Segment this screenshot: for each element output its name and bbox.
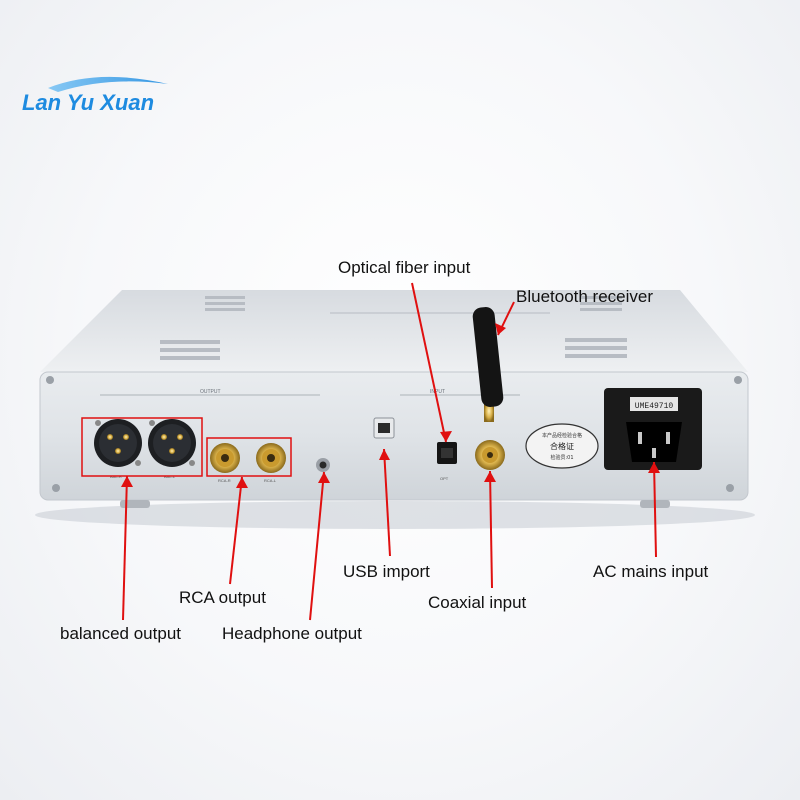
brand-logo-text: Lan Yu Xuan — [22, 90, 154, 115]
certificate-sticker: 本产品经检验合格 合格证 检验员:01 — [525, 423, 599, 469]
callout-ac-mains-input: AC mains input — [593, 562, 709, 581]
callout-bluetooth-receiver: Bluetooth receiver — [516, 287, 654, 306]
brand-logo: Lan Yu Xuan — [22, 76, 168, 115]
callout-arrowheads — [121, 323, 660, 488]
certificate-main: 合格证 — [550, 441, 574, 451]
callout-balanced-output: balanced output — [60, 624, 181, 643]
callout-rca-output: RCA output — [179, 588, 266, 607]
bluetooth-antenna — [472, 307, 504, 422]
coaxial-port — [475, 440, 505, 470]
rca-highlight-box — [206, 437, 292, 477]
callout-usb-import: USB import — [343, 562, 430, 581]
ac-power-inlet: UME49710 — [604, 388, 702, 470]
balanced-xlr-outputs: BAL-R BAL-L — [94, 419, 196, 479]
panel-screws — [46, 376, 742, 492]
callout-optical-fiber-input: Optical fiber input — [338, 258, 471, 277]
balanced-highlight-box — [81, 417, 203, 477]
rca-right-marking: RCA-R — [218, 478, 231, 483]
power-module-code: UME49710 — [635, 402, 674, 411]
callout-coaxial-input: Coaxial input — [428, 593, 527, 612]
rca-outputs: RCA-R RCA-L — [210, 443, 286, 483]
output-section-marking: OUTPUT — [200, 389, 221, 395]
optical-port: OPT — [437, 442, 457, 481]
certificate-sub: 检验员:01 — [550, 454, 573, 461]
certificate-title: 本产品经检验合格 — [542, 432, 582, 439]
callout-headphone-output: Headphone output — [222, 624, 362, 643]
input-section-marking: INPUT — [430, 389, 445, 395]
usb-b-port — [373, 417, 395, 439]
headphone-jack — [316, 458, 330, 472]
top-vents — [160, 296, 627, 360]
opt-marking: OPT — [440, 476, 449, 481]
rca-left-marking: RCA-L — [264, 478, 277, 483]
